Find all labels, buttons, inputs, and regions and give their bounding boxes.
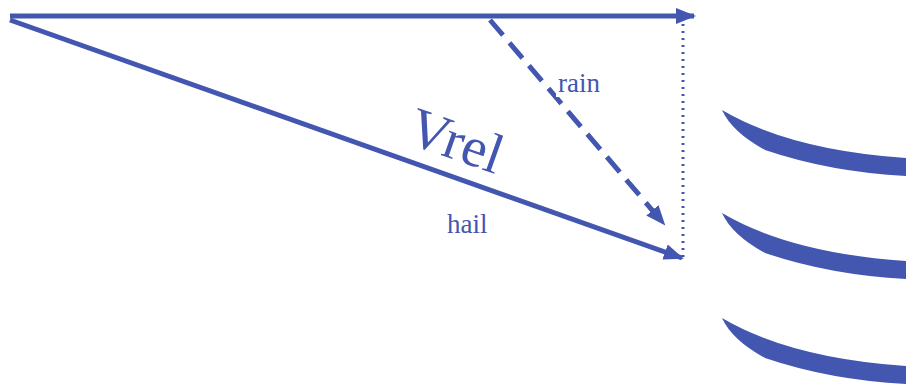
blade xyxy=(722,318,906,384)
relative-velocity-arrow xyxy=(10,20,682,258)
hail-label: hail xyxy=(445,211,490,238)
blade-velocity-arrow xyxy=(10,14,694,19)
vrel-label: Vrel xyxy=(400,97,513,183)
rain-velocity-arrow xyxy=(490,20,664,224)
blade xyxy=(722,213,906,279)
rain-label: rain xyxy=(556,70,602,97)
blade xyxy=(722,110,906,176)
dotted-vertical xyxy=(682,24,685,258)
